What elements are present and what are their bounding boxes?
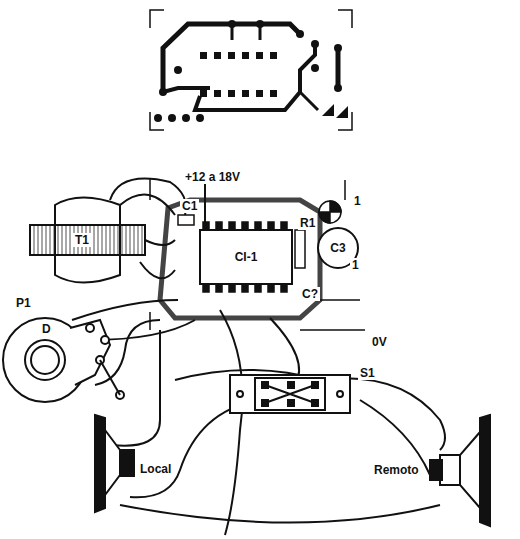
wiring [72, 179, 445, 535]
transformer-drawing [30, 198, 145, 283]
part-label: D [40, 322, 53, 336]
component-board [150, 178, 365, 330]
pcb-copper-view [150, 10, 352, 130]
part-label: +12 a 18V [183, 170, 242, 184]
part-label: R1 [298, 216, 317, 230]
part-label: 0V [370, 335, 389, 349]
potentiometer-drawing [3, 318, 124, 402]
part-label: C? [300, 287, 320, 301]
part-label: P1 [14, 296, 33, 310]
speaker-remoto-drawing [430, 415, 490, 526]
part-label: S1 [358, 366, 377, 380]
part-label: Remoto [372, 463, 421, 477]
component-body: CI-1 [208, 244, 284, 270]
part-label: 1 [350, 258, 361, 272]
part-name: T1 [73, 233, 91, 247]
part-name: C3 [328, 241, 347, 255]
part-label: C1 [180, 199, 199, 213]
part-label: 1 [352, 194, 363, 208]
speaker-local-drawing [95, 415, 134, 512]
part-name: CI-1 [233, 250, 260, 264]
component-body: T1 [62, 231, 102, 249]
part-label: Local [138, 462, 173, 476]
switch-drawing [230, 375, 350, 413]
